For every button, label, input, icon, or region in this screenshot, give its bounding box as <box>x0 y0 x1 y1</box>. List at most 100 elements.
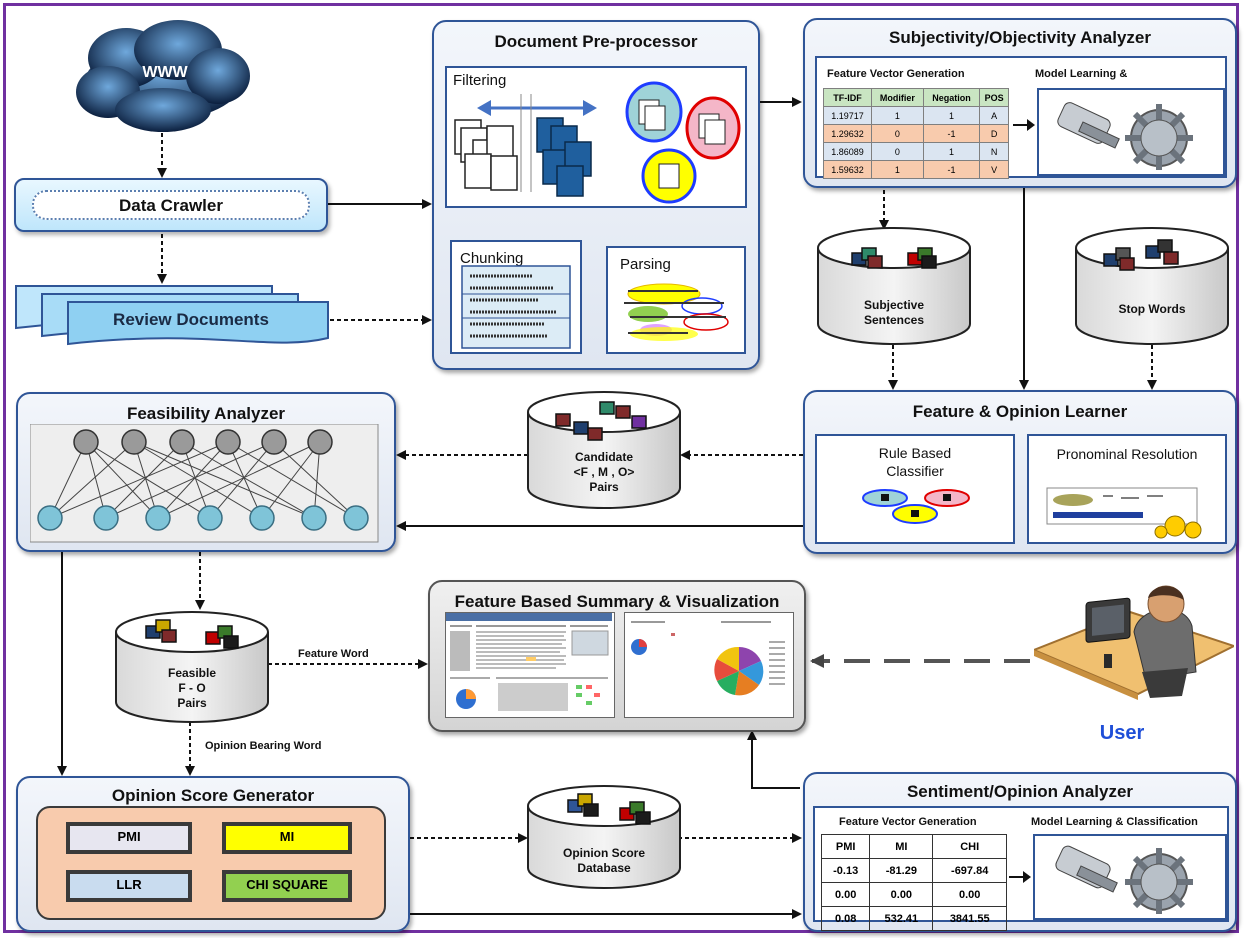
table-cell: -81.29 <box>869 858 934 883</box>
table-cell: 0.00 <box>820 882 871 907</box>
opinion-word-edge-label: Opinion Bearing Word <box>205 740 322 752</box>
sentiment-title: Sentiment/Opinion Analyzer <box>906 782 1134 801</box>
sub-col-negation: Negation <box>922 88 981 107</box>
summary-document-icon <box>446 613 612 711</box>
filtering-label: Filtering <box>453 72 507 89</box>
user-label: User <box>1099 722 1145 744</box>
filtering-illustration <box>454 81 741 204</box>
parsing-label: Parsing <box>620 256 671 273</box>
mi-box: MI <box>222 822 352 854</box>
table-cell: 0.00 <box>869 882 934 907</box>
sent-col-chi: CHI <box>932 834 1007 859</box>
subjectivity-model-image <box>1037 88 1225 176</box>
sub-col-pos: POS <box>979 88 1009 107</box>
table-cell: 1.29632 <box>822 124 873 143</box>
subjectivity-title: Subjectivity/Objectivity Analyzer <box>888 28 1151 47</box>
feasible-pairs-label: Feasible F - O Pairs <box>116 666 268 711</box>
llr-box: LLR <box>66 870 192 902</box>
rule-based-label: Rule Based Classifier <box>817 444 1013 480</box>
chunking-illustration <box>461 265 571 349</box>
subjective-sentences-label: Subjective Sentences <box>818 298 970 328</box>
parsing-box: Parsing <box>606 246 746 354</box>
arrow-sentiment-to-summary <box>747 730 800 789</box>
summary-pie-chart-icon <box>631 621 785 696</box>
sentiment-inner: Feature Vector Generation Model Learning… <box>813 806 1229 931</box>
pronominal-resolution-box: Pronominal Resolution <box>1027 434 1227 544</box>
engine-gear-icon <box>1057 102 1193 172</box>
rule-based-classifier-box: Rule Based Classifier <box>815 434 1015 544</box>
review-documents-stack <box>15 285 329 346</box>
table-row: -0.13-81.29-697.84 <box>820 858 1007 883</box>
table-cell: 532.41 <box>869 906 934 931</box>
sent-col-mi: MI <box>869 834 934 859</box>
www-cloud-icon <box>76 20 250 132</box>
table-cell: -1 <box>922 160 981 179</box>
chunking-box: Chunking <box>450 240 582 354</box>
table-cell: 1 <box>871 160 924 179</box>
parsing-illustration <box>624 283 729 341</box>
summary-title: Feature Based Summary & Visualization <box>454 592 780 611</box>
subjectivity-inner: Feature Vector Generation Model Learning… <box>815 56 1227 179</box>
db-label-line: Pairs <box>589 480 619 494</box>
sentiment-fv-label: Feature Vector Generation <box>839 816 977 828</box>
table-cell: V <box>979 160 1009 179</box>
pronominal-icon <box>1046 487 1202 539</box>
db-label-line: F - O <box>178 681 206 695</box>
subjectivity-model-label: Model Learning & <box>1035 68 1128 80</box>
pmi-box: PMI <box>66 822 192 854</box>
subjectivity-fv-label: Feature Vector Generation <box>827 68 965 80</box>
db-label-line: Sentences <box>863 313 925 327</box>
learner-title: Feature & Opinion Learner <box>912 402 1128 421</box>
stop-words-label: Stop Words <box>1118 302 1186 316</box>
www-label: WWW <box>142 64 188 81</box>
db-label-line: Opinion Score <box>562 846 645 860</box>
sentiment-inner-arrow <box>1009 871 1031 883</box>
table-cell: 1.59632 <box>822 160 873 179</box>
candidate-pairs-label: Candidate <F , M , O> Pairs <box>528 450 680 495</box>
feature-word-edge-label: Feature Word <box>298 648 369 660</box>
pronominal-resolution-label: Pronominal Resolution <box>1056 446 1198 462</box>
db-label-line: Subjective <box>863 298 925 312</box>
sentiment-model-label: Model Learning & Classification <box>1031 816 1198 828</box>
opinion-score-db-label: Opinion Score Database <box>528 846 680 876</box>
summary-screenshot-right <box>624 612 794 718</box>
data-crawler-box: Data Crawler <box>14 178 328 232</box>
db-label-line: <F , M , O> <box>573 465 635 479</box>
engine-gear-icon <box>1055 845 1193 916</box>
table-cell: 0.08 <box>820 906 871 931</box>
outer-frame <box>3 3 1239 933</box>
summary-screenshot-left <box>445 612 615 718</box>
feasibility-title: Feasibility Analyzer <box>126 404 286 423</box>
table-cell: 3841.55 <box>932 906 1007 931</box>
db-label-line: Feasible <box>167 666 217 680</box>
review-documents-label: Review Documents <box>113 310 269 329</box>
table-cell: 0.00 <box>932 882 1007 907</box>
rule-label-line: Classifier <box>886 463 944 479</box>
table-cell: -0.13 <box>820 858 871 883</box>
bipartite-graph <box>30 424 379 543</box>
score-generator-title: Opinion Score Generator <box>111 786 315 805</box>
rule-label-line: Rule Based <box>878 445 952 461</box>
filtering-box: Filtering <box>445 66 747 208</box>
sent-col-pmi: PMI <box>820 834 871 859</box>
table-cell: -697.84 <box>932 858 1007 883</box>
classifier-icon <box>862 489 970 524</box>
data-crawler-label: Data Crawler <box>119 196 223 215</box>
chi-square-box: CHI SQUARE <box>222 870 352 902</box>
preprocessor-title: Document Pre-processor <box>494 32 698 51</box>
db-label-line: Candidate <box>574 450 633 464</box>
sentiment-model-image <box>1033 834 1227 920</box>
db-label-line: Database <box>577 861 631 875</box>
subjectivity-inner-arrow <box>1013 119 1035 131</box>
chunking-label: Chunking <box>460 250 524 267</box>
